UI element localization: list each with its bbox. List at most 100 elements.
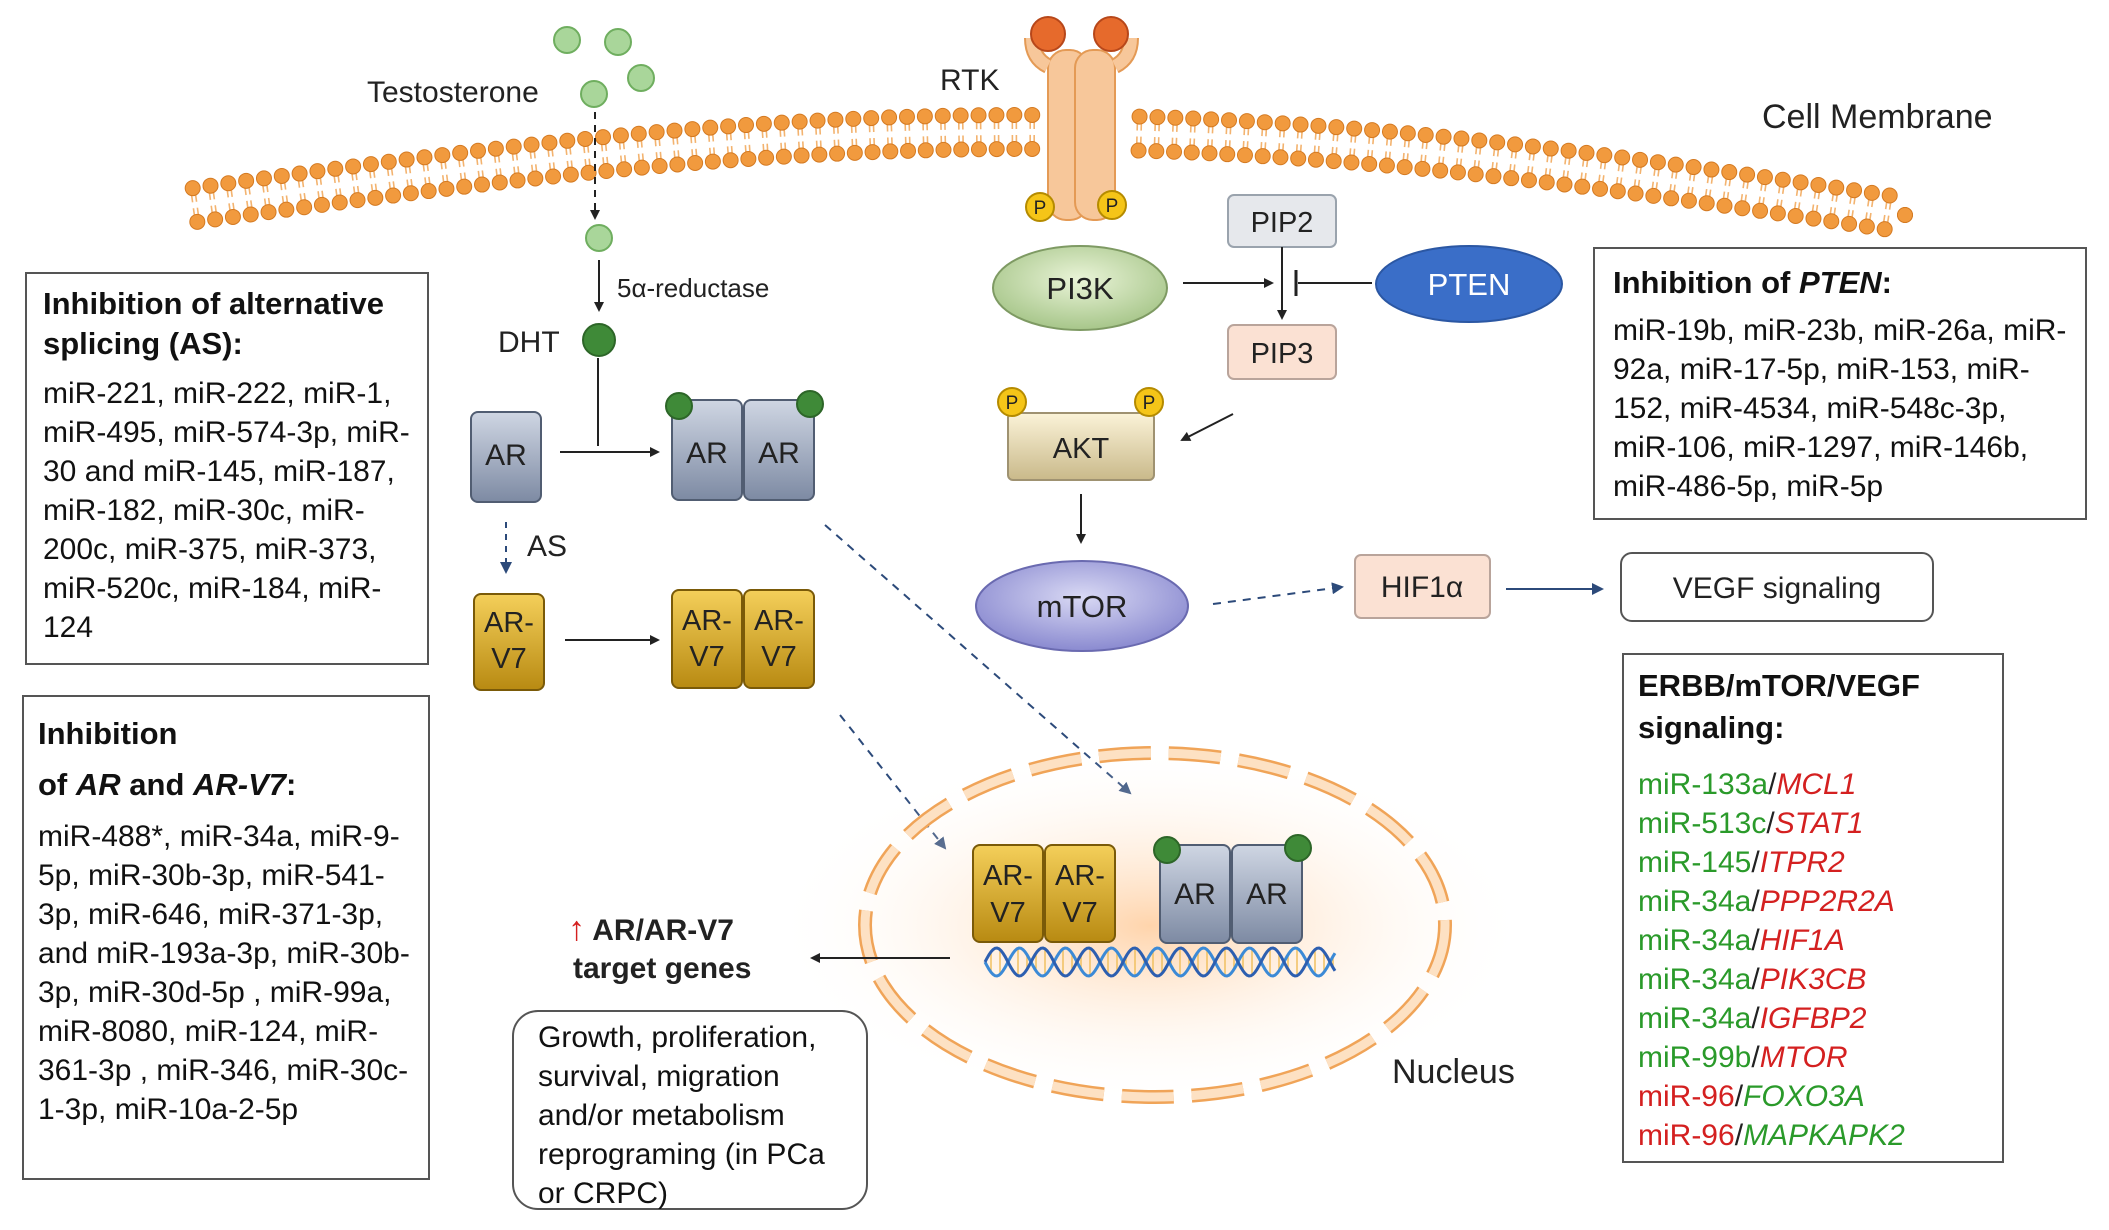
testosterone-molecules — [553, 26, 655, 252]
lipid-head — [1520, 172, 1537, 189]
lipid-head — [648, 124, 665, 141]
lipid-head — [1417, 126, 1434, 143]
lipid-head — [1221, 112, 1238, 129]
lipid-head — [509, 172, 526, 189]
mirna-name: miR-34a — [1638, 963, 1752, 996]
target-gene-name: PIK3CB — [1759, 963, 1867, 996]
lipid-head — [255, 170, 272, 187]
nuclear-arv7-right-label-1: AR- — [1055, 860, 1105, 892]
vegf-label: VEGF signaling — [1673, 572, 1881, 605]
mirna-name: miR-145 — [1638, 846, 1752, 879]
lipid-head — [988, 141, 1005, 158]
lipid-head — [349, 192, 366, 209]
lipid-head — [1810, 176, 1827, 193]
pi3k-label: PI3K — [1046, 271, 1114, 306]
mirna-name: miR-34a — [1638, 924, 1752, 957]
lipid-head — [562, 166, 579, 183]
lipid-head — [953, 141, 970, 158]
lipid-head — [545, 168, 562, 185]
nuclear-arv7-right-label-2: V7 — [1062, 897, 1097, 929]
nucleus-glow — [770, 746, 1530, 1106]
nuclear-arv7-left-label-1: AR- — [983, 860, 1033, 892]
target-gene-name: ITPR2 — [1759, 846, 1845, 879]
target-gene-name: FOXO3A — [1743, 1080, 1865, 1113]
lipid-head — [935, 141, 952, 158]
lipid-head — [238, 172, 255, 189]
nuclear-ar-left-label: AR — [1174, 878, 1216, 911]
dna-helix — [983, 946, 1337, 978]
lipid-head — [809, 112, 826, 129]
pten-inhibition-box: Inhibition of PTEN: miR-19b, miR-23b, mi… — [1593, 247, 2087, 520]
target-gene-name: PPP2R2A — [1759, 885, 1895, 918]
mirna-name: miR-133a — [1638, 768, 1769, 801]
lipid-head — [863, 110, 880, 127]
lipid-head — [1485, 168, 1502, 185]
hif1a-node — [1354, 554, 1491, 619]
lipid-head — [1792, 174, 1809, 191]
lipid-head — [1734, 200, 1751, 217]
lipid-head — [666, 122, 683, 139]
lipid-head — [1863, 184, 1880, 201]
lipid-head — [362, 156, 379, 173]
pip3-label: PIP3 — [1251, 338, 1314, 370]
lipid-head — [1649, 154, 1666, 171]
pip3-node — [1227, 324, 1337, 380]
lipid-head — [630, 125, 647, 142]
lipid-head — [952, 107, 969, 124]
lipid-head — [491, 174, 508, 191]
mir-gene-pair: miR-513c/STAT1 — [1638, 807, 1864, 840]
lipid-head — [704, 153, 721, 170]
lipid-head — [1632, 151, 1649, 168]
pten-inhibition-mirs: miR-19b, miR-23b, miR-26a, miR-92a, miR-… — [1613, 314, 2067, 503]
lipid-head — [864, 144, 881, 161]
lipid-head — [1310, 117, 1327, 134]
lipid-head — [687, 154, 704, 171]
akt-phosphate-left: P — [997, 387, 1027, 417]
cell-membrane-label: Cell Membrane — [1762, 98, 1993, 136]
lipid-head — [541, 134, 558, 151]
testosterone-label: Testosterone — [367, 76, 539, 109]
target-gene-name: MCL1 — [1776, 768, 1857, 801]
target-gene-name: HIF1A — [1759, 924, 1845, 957]
lipid-head — [1846, 182, 1863, 199]
lipid-head — [402, 185, 419, 202]
lipid-head — [740, 150, 757, 167]
target-gene-name: MTOR — [1759, 1041, 1848, 1074]
lipid-head — [1823, 213, 1840, 230]
lipid-head — [684, 121, 701, 138]
lipid-head — [1645, 187, 1662, 204]
pip2-label: PIP2 — [1251, 207, 1314, 239]
arv7-monomer-label-1: AR- — [484, 607, 534, 639]
lipid-head — [1471, 132, 1488, 149]
lipid-head — [1148, 143, 1165, 160]
lipid-head — [1592, 180, 1609, 197]
lipid-head — [758, 149, 775, 166]
pi3k-node — [992, 245, 1168, 331]
arv7-dimer-left-label-2: V7 — [689, 641, 724, 673]
mir-gene-pair: miR-34a/PPP2R2A — [1638, 885, 1895, 918]
lipid-head — [1290, 150, 1307, 167]
lipid-head — [898, 108, 915, 125]
lipid-head — [1663, 190, 1680, 207]
mir-gene-pair: miR-99b/MTOR — [1638, 1041, 1848, 1074]
nucleus-label: Nucleus — [1392, 1053, 1515, 1091]
lipid-head — [1627, 185, 1644, 202]
target-gene-name: MAPKAPK2 — [1743, 1119, 1905, 1152]
mirna-name: miR-99b — [1638, 1041, 1752, 1074]
target-genes-line1: ↑ AR/AR-V7 — [568, 910, 734, 949]
lipid-head — [1680, 192, 1697, 209]
mtor-label: mTOR — [1037, 589, 1128, 624]
lipid-head — [1449, 164, 1466, 181]
lipid-head — [829, 145, 846, 162]
lipid-head — [345, 158, 362, 175]
lipid-head — [1325, 153, 1342, 170]
lipid-head — [1698, 195, 1715, 212]
lipid-head — [595, 129, 612, 146]
arv7-monomer — [473, 593, 545, 691]
dht-label: DHT — [498, 326, 560, 359]
ar-inhibition-title-2: of AR and AR-V7: — [38, 767, 297, 802]
mirna-name: miR-96 — [1638, 1119, 1735, 1152]
svg-text:P: P — [1106, 196, 1119, 217]
